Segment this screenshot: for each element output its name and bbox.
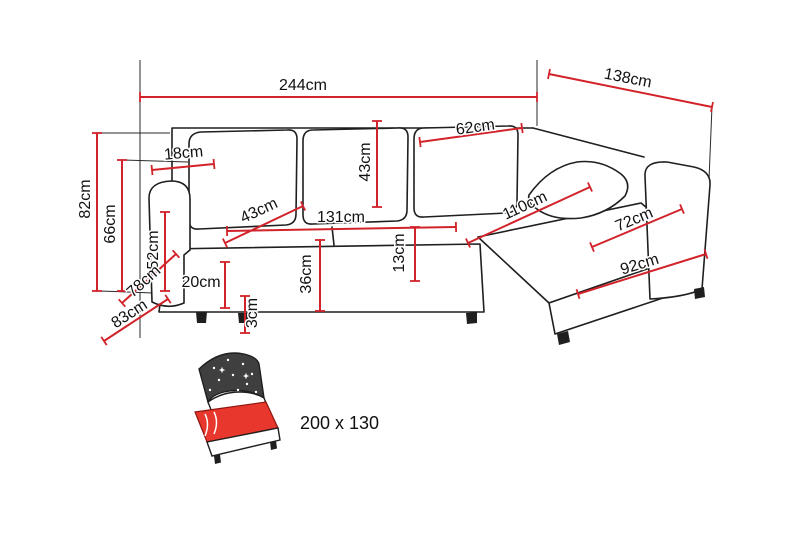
icon-mattress-fold [213, 411, 218, 435]
sleeping-area-label: 200 x 130 [300, 413, 379, 433]
dimension-label-66: 66cm [102, 204, 119, 243]
star-sparkle-icon [242, 372, 250, 380]
dimension-line-83 [100, 294, 172, 346]
dimension-label-52: 52cm [145, 230, 162, 269]
dimension-label-82: 82cm [77, 179, 94, 218]
sofa-bed-icon [194, 352, 281, 464]
back-cushion-right [413, 125, 519, 218]
dimension-line-110 [465, 182, 593, 248]
dimension-line-72 [589, 204, 685, 252]
icon-bed-base [206, 427, 281, 457]
icon-mattress-fold [204, 413, 209, 437]
dimension-label-131: 131cm [317, 209, 365, 226]
icon-leg [270, 440, 277, 450]
dimension-label-20: 20cm [181, 274, 220, 291]
dimension-label-244: 244cm [279, 77, 327, 94]
dimension-lines [92, 68, 714, 346]
dimension-line-92 [575, 248, 709, 300]
dimension-line-138 [547, 68, 714, 113]
icon-leg [214, 454, 221, 464]
dimension-line-62 [418, 122, 524, 148]
dimension-label-3: 3cm [244, 298, 261, 328]
dimension-line-18 [150, 158, 216, 176]
dimension-label-138: 138cm [603, 66, 653, 92]
right-armrest [644, 161, 711, 300]
star-sparkle-icon [218, 366, 226, 374]
sofa-outline [148, 125, 711, 345]
dimension-line-131 [226, 221, 457, 237]
sparkles-pattern [208, 358, 258, 394]
dimension-label-13: 13cm [391, 233, 408, 272]
sofa-corner-back-edge [532, 127, 645, 158]
dimension-label-18: 18cm [163, 143, 203, 163]
dimension-label-36: 36cm [298, 254, 315, 293]
dimension-label-43-cushion: 43cm [357, 142, 374, 181]
dimension-label-83: 83cm [109, 296, 151, 332]
